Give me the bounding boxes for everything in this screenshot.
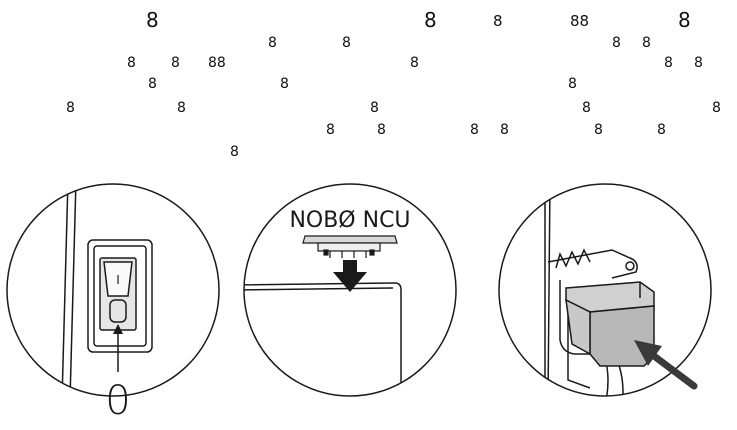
digit: 8 — [146, 8, 159, 32]
digit: 8 — [594, 122, 603, 138]
digit: 8 — [612, 35, 621, 51]
digit: 8 — [642, 35, 651, 51]
digit: 8 — [678, 8, 691, 32]
digit: 8 — [712, 100, 721, 116]
digit: 8 — [500, 122, 509, 138]
digit: 8 — [148, 76, 157, 92]
ncu-label: NOBØ NCU — [289, 208, 410, 233]
mount-panel: NOBØ NCU — [243, 183, 457, 397]
digit: 88 — [570, 12, 590, 30]
digit: 8 — [377, 122, 386, 138]
arrow-up-icon — [113, 324, 123, 334]
arrow-down-icon — [333, 260, 367, 292]
digit: 8 — [568, 76, 577, 92]
digit: 8 — [268, 35, 277, 51]
plug-panel — [498, 183, 712, 397]
digit: 8 — [280, 76, 289, 92]
arrow-push-icon — [634, 340, 662, 366]
digit: 8 — [127, 55, 136, 71]
digit: 8 — [326, 122, 335, 138]
digit: 8 — [493, 12, 503, 30]
digit: 8 — [424, 8, 437, 32]
digit: 88 — [208, 55, 226, 71]
digit: 8 — [694, 55, 703, 71]
digit: 8 — [66, 100, 75, 116]
digit: 8 — [342, 35, 351, 51]
digit: 8 — [657, 122, 666, 138]
digit: 8 — [470, 122, 479, 138]
digit: 8 — [171, 55, 180, 71]
digit: 8 — [230, 144, 239, 160]
digit: 8 — [410, 55, 419, 71]
digit: 8 — [177, 100, 186, 116]
digit: 8 — [370, 100, 379, 116]
switch-panel: I 0 — [6, 183, 220, 424]
digit: 8 — [582, 100, 591, 116]
switch-off-label: 0 — [105, 378, 130, 424]
switch-on-mark: I — [116, 273, 120, 287]
digit: 8 — [664, 55, 673, 71]
